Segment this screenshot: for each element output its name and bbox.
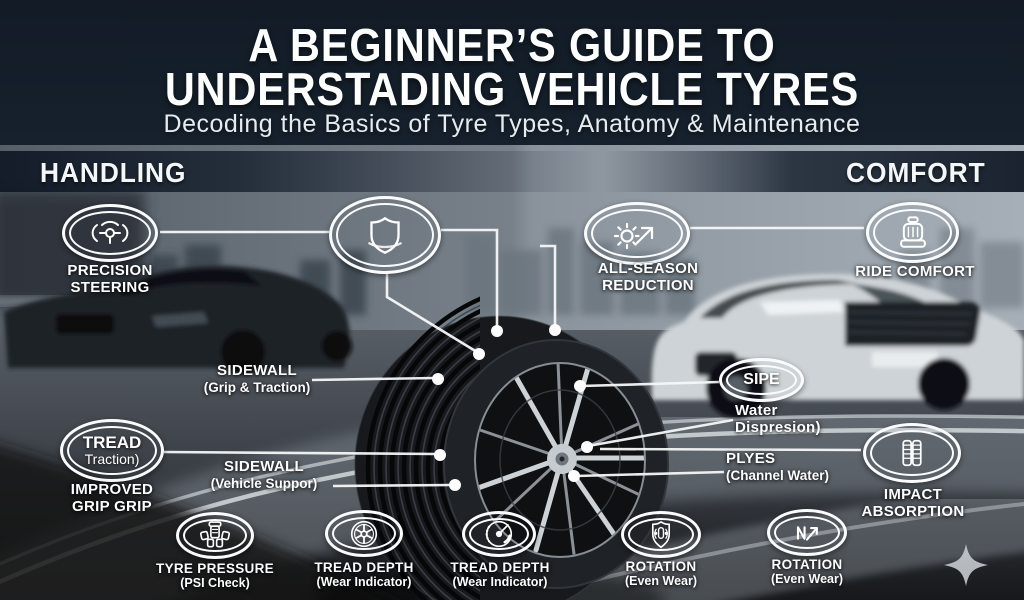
- comfort-band: [604, 151, 1024, 192]
- rotation-arrows-icon: [796, 525, 818, 541]
- shield-icon: [368, 216, 402, 254]
- tread-depth-wheel-label: TREAD DEPTH (Wear Indicator): [314, 560, 414, 590]
- tread-depth-wheel-badge: [325, 510, 403, 557]
- sipe-badge-title: SIPE: [743, 370, 780, 388]
- tread-badge-title: TREAD: [82, 433, 142, 453]
- page-subtitle: Decoding the Basics of Tyre Types, Anato…: [163, 110, 861, 138]
- car-seat-icon: [899, 215, 926, 248]
- steering-wheel-icon: [91, 220, 129, 244]
- ride-comfort-badge: [866, 202, 959, 263]
- tread-depth-gauge-label: TREAD DEPTH (Wear Indicator): [450, 560, 550, 590]
- improved-grip-label: IMPROVED GRIP GRIP: [70, 481, 154, 515]
- rotation-arrows-label: ROTATION (Even Wear): [770, 557, 843, 587]
- all-season-label: ALL-SEASON REDUCTION: [597, 260, 699, 294]
- section-label-handling: HANDLING: [40, 157, 187, 188]
- sidewall-grip-label: SIDEWALL (Grip & Traction): [203, 362, 311, 395]
- alloy-wheel-icon: [350, 520, 378, 547]
- tyre-pressure-badge: [176, 512, 254, 559]
- sipe-badge: SIPE: [719, 358, 804, 402]
- tread-depth-gauge-badge: [462, 511, 536, 557]
- ride-comfort-label: RIDE COMFORT: [855, 263, 975, 280]
- tyre-valve-icon: [199, 520, 231, 547]
- sun-arrow-icon: [613, 222, 654, 249]
- protection-badge: [329, 196, 441, 274]
- precision-steering-label: PRECISION STEERING: [67, 262, 153, 296]
- rotation-shield-label: ROTATION (Even Wear): [624, 559, 697, 589]
- impact-absorption-label: IMPACT ABSORPTION: [861, 486, 965, 520]
- section-label-comfort: COMFORT: [846, 157, 986, 188]
- rotation-shield-badge: [621, 511, 701, 558]
- tyre-tread-icon: [902, 439, 922, 467]
- plyes-label: PLYES (Channel Water): [726, 450, 830, 483]
- handling-band: [0, 151, 600, 192]
- page-title-line2: UNDERSTADING VEHICLE TYRES: [164, 63, 860, 115]
- tread-badge-subtitle: Traction): [84, 451, 140, 468]
- rotation-shield-icon: [652, 520, 670, 548]
- tread-badge: TREAD Traction): [60, 419, 164, 482]
- precision-steering-badge: [62, 204, 158, 262]
- tread-gauge-icon: [485, 520, 513, 548]
- sparkle-icon: [944, 544, 988, 586]
- impact-absorption-badge: [863, 423, 961, 483]
- rotation-arrows-badge: [767, 509, 847, 556]
- tyre-pressure-label: TYRE PRESSURE (PSI Check): [156, 561, 274, 591]
- water-dispersion-label: Water Dispresion): [735, 402, 821, 436]
- all-season-badge: [584, 202, 690, 265]
- sedan-image: [4, 264, 352, 374]
- page-title-line1: A BEGINNER’S GUIDE TO: [248, 19, 776, 71]
- sidewall-support-label: SIDEWALL (Vehicle Suppor): [210, 458, 318, 491]
